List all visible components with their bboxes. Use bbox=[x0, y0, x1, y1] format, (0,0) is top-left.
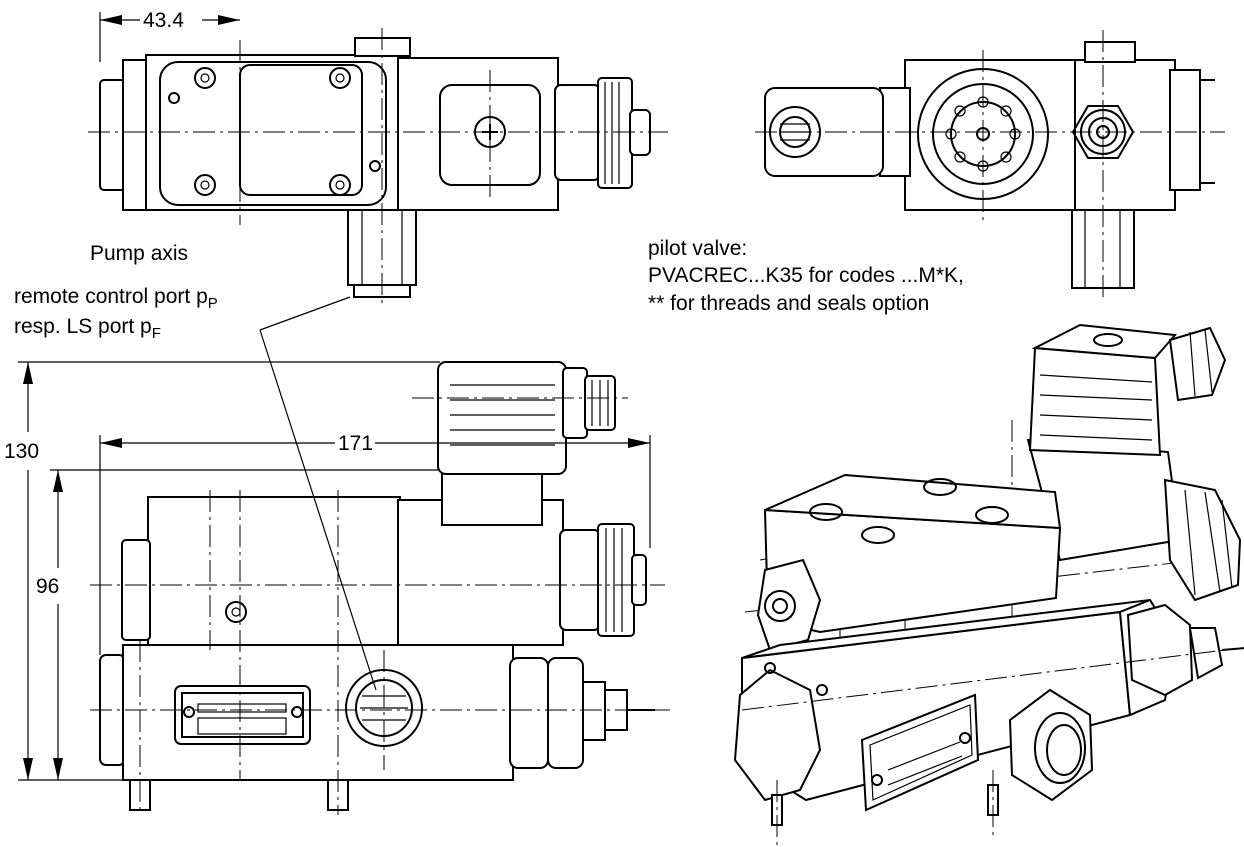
port-leader bbox=[259, 296, 377, 691]
dimension-43-4 bbox=[99, 12, 240, 62]
remote-port-subscript: P bbox=[207, 295, 218, 312]
ls-port-label: resp. LS port pF bbox=[14, 316, 161, 341]
ls-port-subscript: F bbox=[151, 325, 161, 342]
dimension-130-label: 130 bbox=[4, 440, 40, 463]
remote-port-text: remote control port p bbox=[14, 285, 208, 308]
pump-axis-label: Pump axis bbox=[90, 242, 189, 265]
pilot-valve-note: ** for threads and seals option bbox=[648, 292, 930, 315]
dimension-96-label: 96 bbox=[36, 575, 60, 598]
pilot-valve-title: pilot valve: bbox=[648, 237, 748, 260]
remote-port-label: remote control port pP bbox=[14, 286, 218, 311]
pilot-valve-model: PVACREC...K35 for codes ...M*K, bbox=[648, 264, 964, 287]
dimension-96 bbox=[50, 469, 440, 780]
dimension-171 bbox=[99, 435, 651, 655]
ls-port-text: resp. LS port p bbox=[14, 315, 152, 338]
top-view bbox=[88, 28, 668, 305]
dimension-130 bbox=[18, 361, 440, 781]
end-view bbox=[755, 30, 1225, 300]
front-view bbox=[90, 361, 670, 815]
dimension-171-label: 171 bbox=[338, 432, 374, 455]
dimension-43-4-label: 43.4 bbox=[143, 9, 184, 32]
isometric-view bbox=[733, 323, 1244, 845]
